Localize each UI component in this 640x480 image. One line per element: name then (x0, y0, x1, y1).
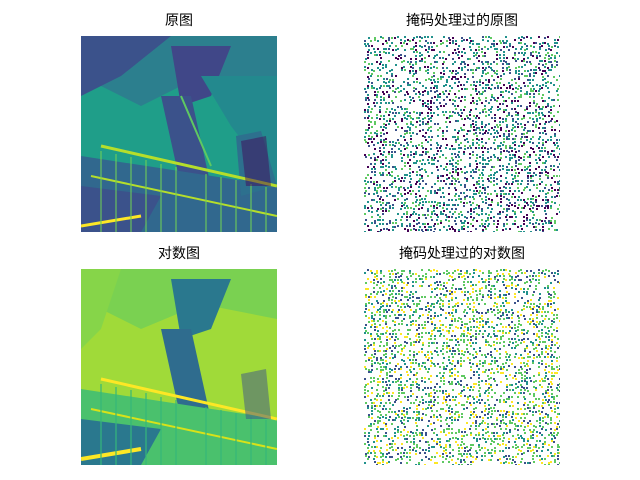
panel-masked-log: 掩码处理过的对数图 (364, 243, 560, 467)
panel-title-masked-original: 掩码处理过的原图 (406, 13, 518, 29)
original-image (81, 36, 277, 232)
panel-original: 原图 (81, 10, 277, 234)
masked-original-image (364, 36, 560, 232)
panel-masked-original: 掩码处理过的原图 (364, 10, 560, 234)
log-image (81, 269, 277, 465)
panel-title-log: 对数图 (158, 246, 200, 262)
panel-log: 对数图 (81, 243, 277, 467)
panel-title-masked-log: 掩码处理过的对数图 (399, 246, 525, 262)
panel-title-original: 原图 (165, 13, 193, 29)
masked-log-image (364, 269, 560, 465)
